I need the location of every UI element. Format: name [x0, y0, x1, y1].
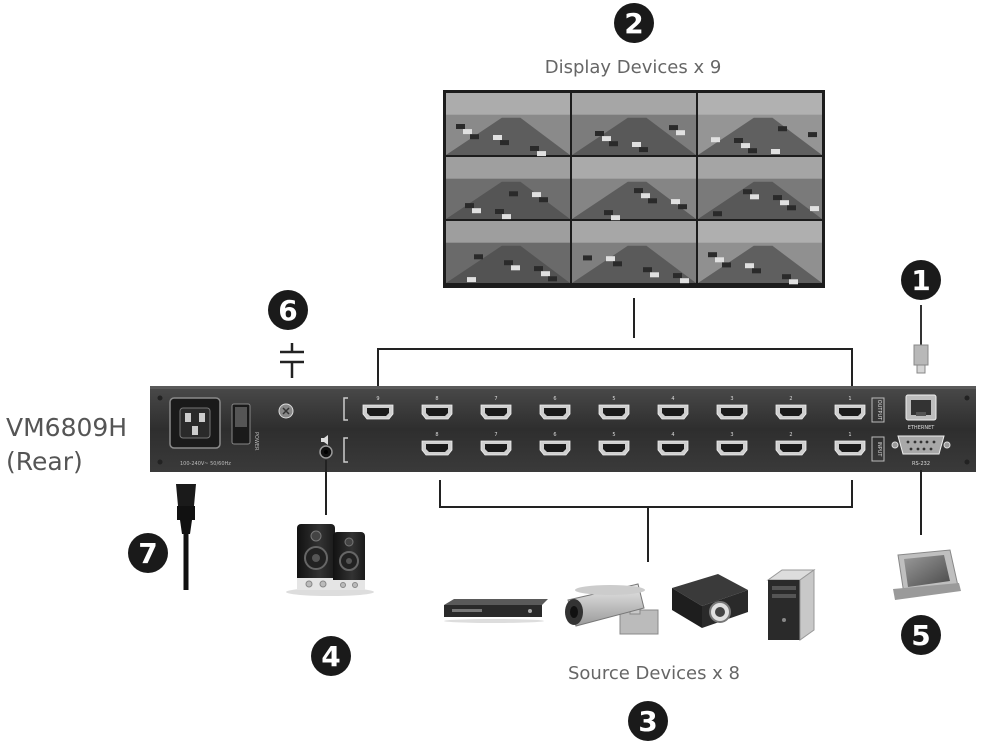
display-screen [572, 93, 696, 155]
output-bracket [377, 298, 853, 386]
hdmi-port-number: 5 [612, 432, 615, 438]
ethernet-label: ETHERNET [908, 425, 936, 431]
callout-6: 6 [278, 294, 297, 327]
hdmi-port-number: 4 [671, 432, 674, 438]
power-tag: POWER [253, 432, 259, 451]
hdmi-output-ports: 9 8 7 6 5 4 3 2 1 [362, 396, 866, 420]
power-cord [176, 484, 196, 590]
rs232-port[interactable] [891, 435, 951, 455]
model-side: (Rear) [6, 447, 83, 476]
hdmi-port-number: 9 [376, 396, 379, 402]
rs232-label: RS-232 [912, 461, 930, 467]
desktop-pc [766, 569, 816, 641]
display-screen [446, 93, 570, 157]
hdmi-port-number: 7 [494, 396, 497, 402]
hdmi-port-number: 3 [730, 396, 733, 402]
speaker-icon [321, 435, 328, 445]
callout-5: 5 [911, 619, 930, 652]
hdmi-port[interactable]: 1 [834, 432, 866, 456]
hdmi-port[interactable]: 6 [539, 396, 571, 420]
display-screen [446, 221, 570, 283]
callout-1: 1 [911, 264, 930, 297]
source-devices-label: Source Devices x 8 [568, 663, 740, 684]
hdmi-port[interactable]: 7 [480, 432, 512, 456]
hdmi-port[interactable]: 9 [362, 396, 394, 420]
rear-panel: 100-240V~ 50/60Hz POWER 9 8 7 6 5 4 3 2 1 8 7 6 5 4 3… [150, 386, 976, 472]
hdmi-port[interactable]: 5 [598, 432, 630, 456]
hdmi-port[interactable]: 7 [480, 396, 512, 420]
hdmi-port-number: 5 [612, 396, 615, 402]
input-bracket [439, 480, 853, 562]
hdmi-port[interactable]: 2 [775, 396, 807, 420]
hdmi-port-number: 7 [494, 432, 497, 438]
hdmi-port-number: 6 [553, 432, 556, 438]
audio-jack[interactable] [319, 445, 333, 459]
touch-panel [893, 549, 961, 600]
hdmi-port[interactable]: 8 [421, 396, 453, 420]
hdmi-port[interactable]: 8 [421, 432, 453, 456]
display-screen [698, 221, 822, 285]
speakers [286, 524, 374, 596]
model-name: VM6809H [6, 413, 127, 442]
projector [672, 574, 748, 628]
output-tag: OUTPUT [876, 400, 882, 421]
callouts: 2 1 6 7 4 5 3 [128, 3, 941, 741]
callout-4: 4 [321, 640, 340, 673]
ground-icon [280, 343, 304, 378]
display-screen [572, 221, 696, 284]
hdmi-port-number: 1 [848, 396, 851, 402]
hdmi-port[interactable]: 4 [657, 396, 689, 420]
hdmi-port[interactable]: 3 [716, 396, 748, 420]
dvd-player [444, 599, 548, 623]
display-screen [446, 157, 570, 220]
display-screen [572, 157, 696, 221]
display-devices-label: Display Devices x 9 [545, 57, 722, 78]
callout-3: 3 [638, 705, 657, 738]
hdmi-port-number: 1 [848, 432, 851, 438]
hdmi-port-number: 6 [553, 396, 556, 402]
hdmi-port-number: 2 [789, 432, 792, 438]
hdmi-input-ports: 8 7 6 5 4 3 2 1 [421, 432, 866, 456]
hdmi-port-number: 8 [435, 432, 438, 438]
ethernet-cable [913, 305, 929, 374]
hdmi-port[interactable]: 5 [598, 396, 630, 420]
security-camera [565, 583, 659, 635]
callout-2: 2 [624, 7, 643, 40]
hdmi-port-number: 8 [435, 396, 438, 402]
ethernet-port[interactable] [905, 394, 937, 421]
display-screen [698, 93, 822, 155]
grounding-terminal[interactable] [278, 403, 294, 419]
svg-text:100-240V~ 50/60Hz: 100-240V~ 50/60Hz [180, 461, 231, 467]
hdmi-port-number: 2 [789, 396, 792, 402]
display-wall [443, 90, 825, 288]
hdmi-port[interactable]: 4 [657, 432, 689, 456]
hdmi-port[interactable]: 6 [539, 432, 571, 456]
input-tag: INPUT [876, 442, 882, 458]
hdmi-port[interactable]: 2 [775, 432, 807, 456]
hdmi-port-number: 4 [671, 396, 674, 402]
callout-7: 7 [138, 537, 157, 570]
power-socket[interactable] [169, 397, 221, 449]
hdmi-port-number: 3 [730, 432, 733, 438]
display-screen [698, 157, 822, 219]
power-switch[interactable] [231, 403, 251, 445]
hdmi-port[interactable]: 3 [716, 432, 748, 456]
hdmi-port[interactable]: 1 [834, 396, 866, 420]
